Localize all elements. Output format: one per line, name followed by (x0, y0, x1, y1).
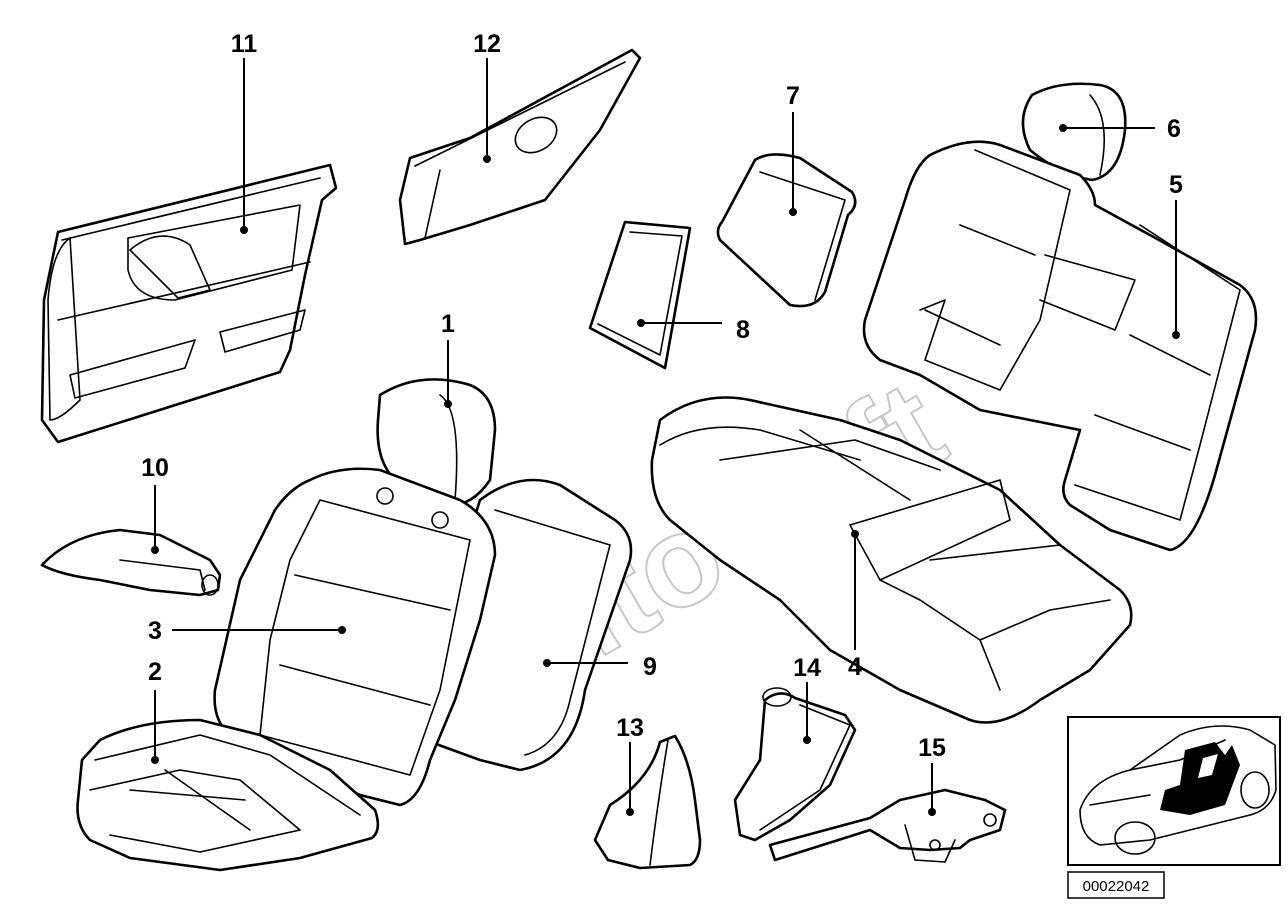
part-armrest (40, 528, 222, 597)
callout-labels: 1 2 3 4 5 6 7 8 9 10 11 12 13 14 15 (141, 30, 1183, 762)
part-gear-boot (593, 734, 702, 870)
callout-8: 8 (736, 316, 750, 344)
part-rear-backrest (862, 140, 1258, 552)
callout-6: 6 (1167, 115, 1181, 143)
callout-11: 11 (231, 30, 258, 58)
callout-15: 15 (918, 734, 946, 762)
callout-14: 14 (793, 654, 821, 682)
callout-4: 4 (848, 653, 862, 681)
part-handbrake-lever (768, 788, 1007, 863)
callout-2: 2 (148, 658, 162, 686)
part-handbrake-boot (733, 687, 857, 842)
callout-13: 13 (616, 714, 644, 742)
part-flat-panel (588, 220, 692, 370)
car-location-inset (1067, 716, 1281, 866)
callout-3: 3 (148, 617, 162, 645)
callout-12: 12 (473, 30, 501, 58)
part-pad (716, 153, 857, 308)
callout-7: 7 (786, 82, 800, 110)
part-front-headrest (376, 378, 497, 508)
reference-number-box: 00022042 (1067, 871, 1165, 899)
callout-10: 10 (141, 454, 169, 482)
part-door-trim-panel (40, 163, 338, 444)
callout-5: 5 (1169, 171, 1183, 199)
leader-lines (151, 58, 1180, 816)
part-rear-cushion (650, 396, 1133, 724)
part-rear-headrest (1021, 82, 1127, 182)
callout-9: 9 (643, 653, 657, 681)
part-side-trim-panel (398, 48, 642, 246)
part-front-backrest (213, 467, 497, 807)
callout-1: 1 (441, 310, 455, 338)
reference-number: 00022042 (1083, 878, 1150, 895)
